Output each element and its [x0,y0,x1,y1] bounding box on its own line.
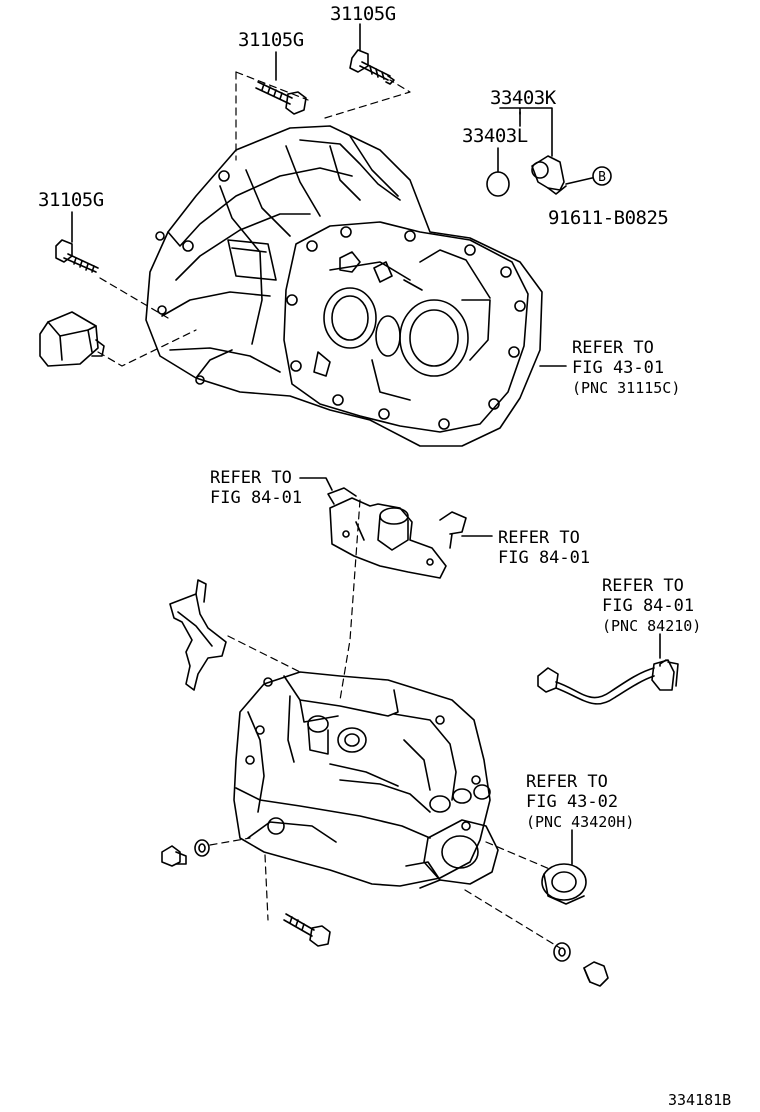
o-ring-icon[interactable] [486,171,510,197]
refer-sensor[interactable]: REFER TO FIG 84-01 (PNC 84210) [602,576,701,636]
label-33403l[interactable]: 33403L [462,125,528,147]
bolt-left-icon[interactable] [55,239,99,273]
speed-sensor-icon[interactable] [537,659,679,705]
label-31105g-left[interactable]: 31105G [38,189,104,211]
refer-line2: FIG 84-01 [498,548,591,568]
refer-line2: FIG 43-02 [526,792,619,812]
rubber-stopper-icon[interactable] [39,311,105,367]
refer-line2: FIG 84-01 [210,488,303,508]
drain-plug-left-icon[interactable] [161,839,210,867]
bracket-icon[interactable] [169,579,227,691]
refer-line1: REFER TO [210,468,292,488]
refer-line3: (PNC 84210) [602,617,702,635]
refer-cover-right[interactable]: REFER TO FIG 84-01 [498,528,590,568]
bolt-bottom-icon[interactable] [283,913,331,947]
refer-case-front[interactable]: REFER TO FIG 43-01 (PNC 31115C) [572,338,680,398]
leader-line-b [565,177,593,185]
refer-line1: REFER TO [572,338,654,358]
refer-cover-left[interactable]: REFER TO FIG 84-01 [210,468,302,508]
leader-line-cover-left [299,477,333,491]
bolt-top-icon[interactable] [349,49,395,85]
refer-line3: (PNC 31115C) [572,379,681,397]
bolt-mid-icon[interactable] [255,81,307,115]
label-33403k[interactable]: 33403K [490,87,556,109]
callout-b-circle [592,166,612,186]
fill-plug-icon[interactable] [553,942,609,987]
transmission-case-icon[interactable] [145,125,543,447]
refer-line2: FIG 84-01 [602,596,695,616]
gear-case-icon[interactable] [233,671,499,889]
dashed-guide-lines-top [97,71,561,949]
shift-cover-icon[interactable] [327,487,467,579]
refer-line2: FIG 43-01 [572,358,665,378]
label-31105g-top[interactable]: 31105G [330,3,396,25]
label-31105g-mid[interactable]: 31105G [238,29,304,51]
refer-line1: REFER TO [498,528,580,548]
diagram-code: 334181B [668,1091,732,1109]
callout-b-letter: B [598,170,606,185]
sleeve-icon[interactable] [531,155,567,195]
refer-line1: REFER TO [526,772,608,792]
refer-line1: REFER TO [602,576,684,596]
oil-seal-icon[interactable] [541,863,587,905]
refer-seal[interactable]: REFER TO FIG 43-02 (PNC 43420H) [526,772,634,832]
refer-line3: (PNC 43420H) [526,813,635,831]
label-91611-b0825[interactable]: 91611-B0825 [548,207,669,229]
